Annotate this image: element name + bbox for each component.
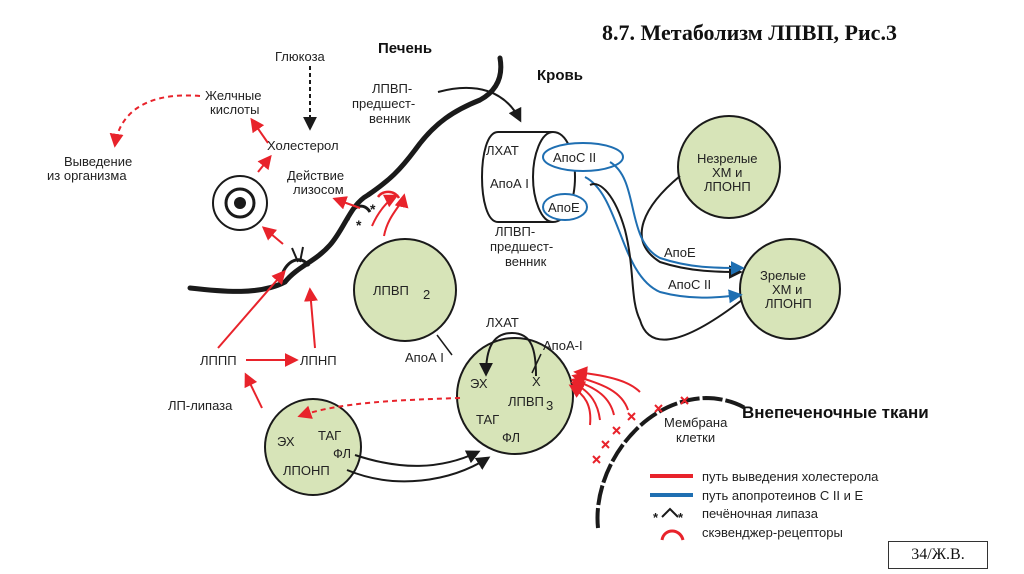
bile-acids-label-2: кислоты [210, 102, 259, 117]
hdl3-hdl2-connector [438, 330, 488, 343]
idl-to-receptor-arrow [217, 269, 286, 349]
receptor-to-lysosome-arrow [261, 226, 284, 245]
apoc2-arrow-label: АпоС II [668, 277, 711, 292]
membrane-label-1: Мембрана [664, 415, 728, 430]
hdl3-apoa1-label: АпоА-I [543, 338, 583, 353]
lysosome-icon [212, 175, 268, 231]
svg-text:*: * [678, 510, 684, 525]
blood-label: Кровь [537, 67, 583, 84]
extrahepatic-cell-membrane [595, 395, 747, 529]
disc-to-mature-line [589, 183, 743, 341]
efflux-x-marks [592, 396, 689, 464]
hdl3-subscript: 3 [546, 398, 553, 413]
efflux-arrow-5 [568, 384, 592, 426]
receptor-marks [291, 246, 304, 263]
vldl-to-idl-arrow [244, 372, 263, 409]
liver-label: Печень [378, 40, 432, 57]
immature-label-2: ХМ и [712, 165, 742, 180]
hdl3-ex-label: ЭХ [470, 376, 488, 391]
ldl-label: ЛПНП [300, 353, 337, 368]
scavenger-receptor-arc [376, 190, 401, 199]
slide-number-box: 34/Ж.В. [888, 541, 988, 569]
vldl-particle [264, 398, 362, 496]
hdl2-uptake-arrow-b [383, 193, 409, 237]
hdl-precursor-blood-label-3: венник [505, 254, 547, 269]
receptor2-to-lysosome-arrow [332, 196, 361, 210]
apoe-transfer-arrow [584, 176, 743, 304]
vldl-to-hdl3-arrow-1 [354, 450, 481, 467]
apoc2-transfer-arrow [609, 161, 745, 275]
svg-text:*: * [653, 510, 659, 525]
hdl3-label: ЛПВП [508, 394, 544, 409]
lysosome-label-2: лизосом [293, 182, 344, 197]
slide-title: 8.7. Метаболизм ЛПВП, Рис.3 [602, 20, 897, 45]
immature-chylomicrons-particle [677, 115, 781, 219]
hdl2-uptake-arrow-a [371, 194, 399, 227]
legend: путь выведения холестерола путь апопроте… [650, 469, 879, 541]
lcat-loop-arrow [479, 331, 537, 377]
hdl-precursor-liver-label-2: предшест- [352, 96, 415, 111]
hdl2-particle [353, 238, 457, 342]
efflux-arrow-4 [573, 366, 641, 393]
hdl2-apoa1-pointer [436, 334, 453, 356]
hdl3-x-label: X [532, 374, 541, 389]
legend-hepatic-lipase-icon: * * [653, 507, 684, 525]
bile-acids-label-1: Желчные [205, 88, 261, 103]
hdl-precursor-liver-label-3: венник [369, 111, 411, 126]
hdl2-subscript: 2 [423, 287, 430, 302]
excretion-label-1: Выведение [64, 154, 132, 169]
membrane-label-2: клетки [676, 430, 715, 445]
immature-label-1: Незрелые [697, 151, 757, 166]
excretion-label-2: из организма [47, 168, 127, 183]
mature-chylomicrons-particle [739, 238, 841, 340]
idl-label: ЛППП [200, 353, 237, 368]
disc-apoe-label: АпоЕ [548, 200, 580, 215]
hepatic-lipase-star-2: * [356, 217, 362, 233]
legend-red-arc-icon [660, 529, 685, 541]
mature-label-3: ЛПОНП [765, 296, 812, 311]
hdl3-lcat-label: ЛХАТ [486, 315, 519, 330]
vldl-label: ЛПОНП [283, 463, 330, 478]
lysosome-to-cholesterol-arrow [257, 154, 272, 173]
legend-red-text: путь выведения холестерола [702, 469, 879, 484]
precursor-release-arrow [437, 86, 522, 123]
vldl-fl-label: ФЛ [333, 446, 351, 461]
legend-lipase-text: печёночная липаза [702, 506, 819, 521]
disc-lcat-label: ЛХАТ [486, 143, 519, 158]
vldl-tag-label: ТАГ [318, 428, 341, 443]
apoe-arrow-label: АпоЕ [664, 245, 696, 260]
vldl-to-hdl3-arrow-2 [346, 456, 491, 483]
hdl3-tag-label: ТАГ [476, 412, 499, 427]
hdl-precursor-liver-label-1: ЛПВП- [372, 81, 412, 96]
hdl3-apoa1-pointer [531, 353, 542, 374]
extrahepatic-tissue-label: Внепеченочные ткани [742, 403, 929, 422]
ldl-to-receptor-arrow [303, 287, 318, 349]
hdl2-label: ЛПВП [373, 283, 409, 298]
hepatic-lipase-star-1: * [370, 201, 376, 217]
glucose-label: Глюкоза [275, 49, 326, 64]
lysosome-label-1: Действие [287, 168, 344, 183]
hdl-precursor-blood-label-1: ЛПВП- [495, 224, 535, 239]
bile-acids-to-excretion-arrow [109, 94, 201, 148]
apoe-ellipse [542, 193, 588, 221]
mature-label-2: ХМ и [772, 282, 802, 297]
immature-label-3: ЛПОНП [704, 179, 751, 194]
cholesterol-ester-transfer-arrow [297, 397, 461, 419]
cholesterol-label: Холестерол [267, 138, 339, 153]
legend-scavenger-text: скэвенджер-рецепторы [702, 525, 843, 540]
disc-apoc2-label: АпоС II [553, 150, 596, 165]
mature-label-1: Зрелые [760, 268, 806, 283]
membrane-receptor-notch-low [281, 258, 311, 273]
hdl-precursor-blood-label-2: предшест- [490, 239, 553, 254]
hdl2-apoa1-label: АпоА I [405, 350, 444, 365]
hdl3-fl-label: ФЛ [502, 430, 520, 445]
cholesterol-to-bile-acids-arrow [250, 117, 269, 144]
lp-lipase-label: ЛП-липаза [168, 398, 233, 413]
disc-apoa1-label: АпоА I [490, 176, 529, 191]
immature-to-mature-arrow [640, 175, 743, 279]
vldl-ex-label: ЭХ [277, 434, 295, 449]
legend-blue-text: путь апопротеинов С II и Е [702, 488, 864, 503]
apoc2-ellipse [542, 142, 624, 172]
